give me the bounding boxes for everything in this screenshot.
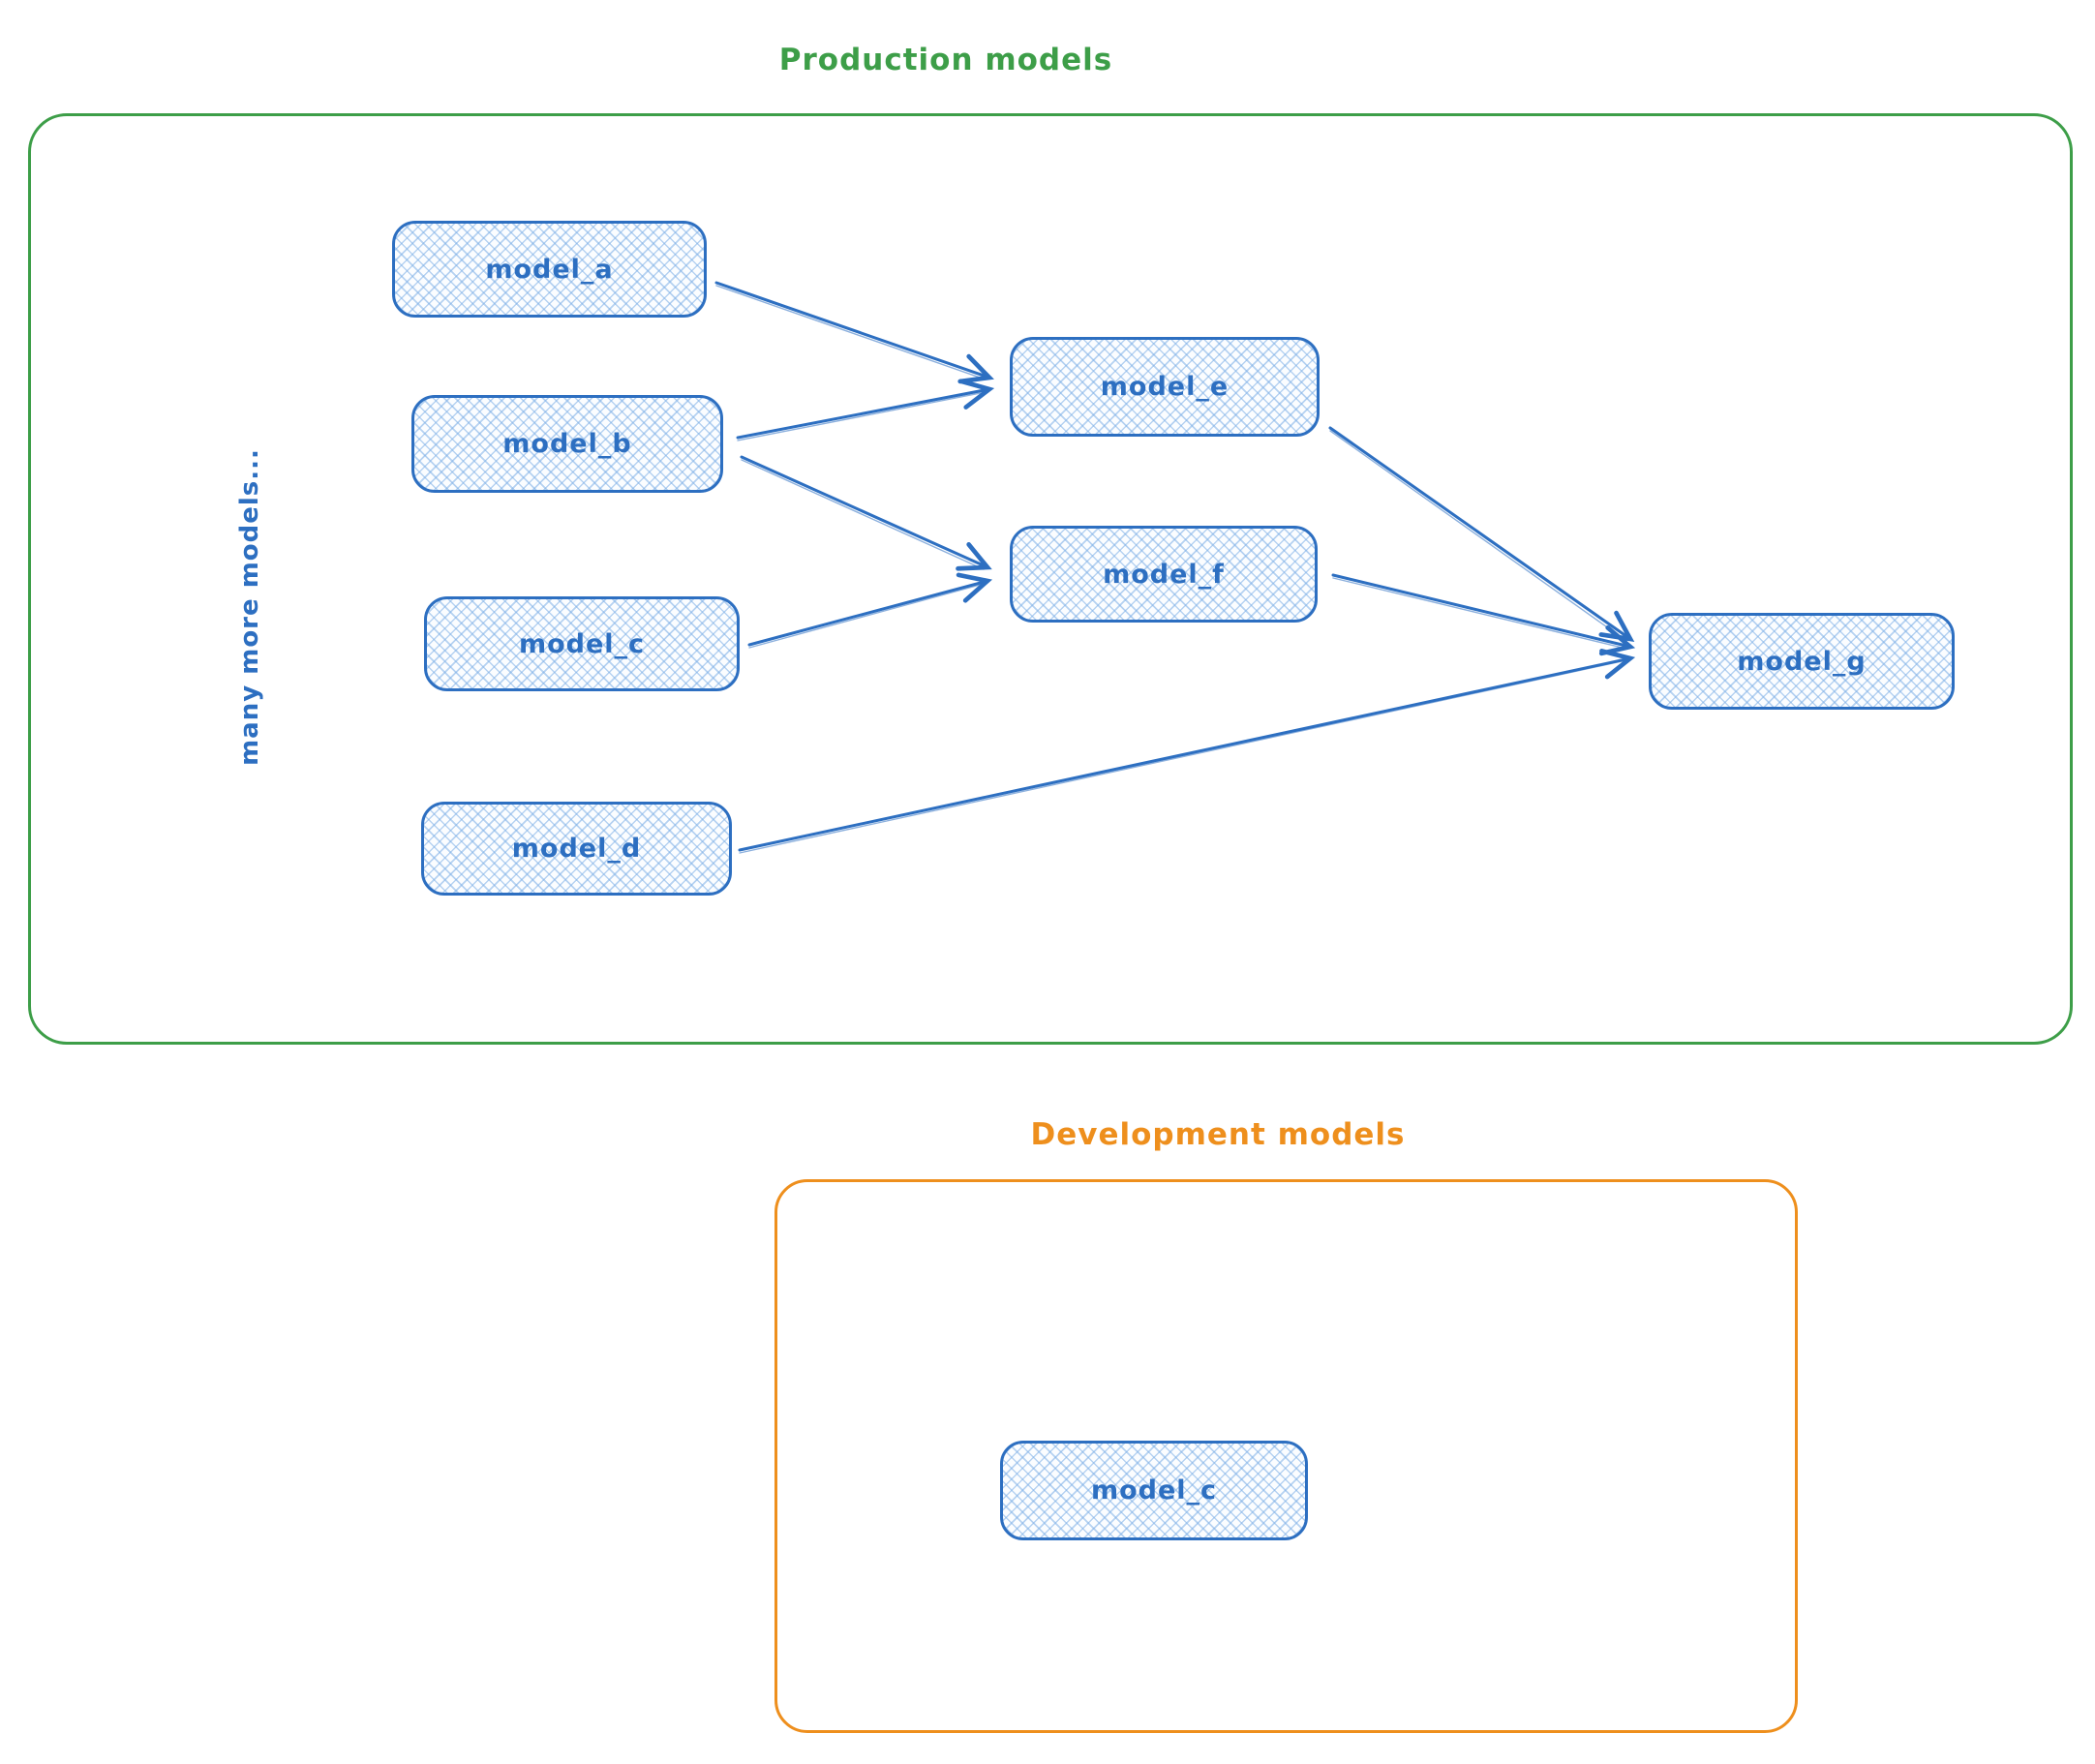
development-group-frame — [774, 1179, 1798, 1733]
production-group-frame — [28, 113, 2073, 1045]
node-model-b-label: model_b — [502, 429, 632, 459]
node-model-a: model_a — [392, 221, 707, 318]
development-group-title: Development models — [1030, 1117, 1406, 1152]
node-model-g: model_g — [1649, 613, 1955, 710]
node-model-a-label: model_a — [485, 254, 614, 285]
node-model-g-label: model_g — [1737, 646, 1867, 677]
node-model-d: model_d — [421, 802, 732, 896]
production-group-title: Production models — [778, 43, 1113, 77]
node-model-f-label: model_f — [1103, 559, 1225, 590]
node-model-f: model_f — [1010, 526, 1318, 623]
node-model-c-label: model_c — [518, 628, 646, 659]
node-model-c: model_c — [424, 596, 740, 691]
node-model-e: model_e — [1010, 337, 1320, 437]
node-model-b: model_b — [411, 395, 723, 493]
many-more-models-note: many more models... — [235, 448, 264, 766]
node-model-d-label: model_d — [511, 834, 642, 864]
node-development-model-c-label: model_c — [1090, 1475, 1218, 1505]
node-model-e-label: model_e — [1100, 372, 1230, 402]
node-development-model-c: model_c — [1000, 1441, 1308, 1540]
